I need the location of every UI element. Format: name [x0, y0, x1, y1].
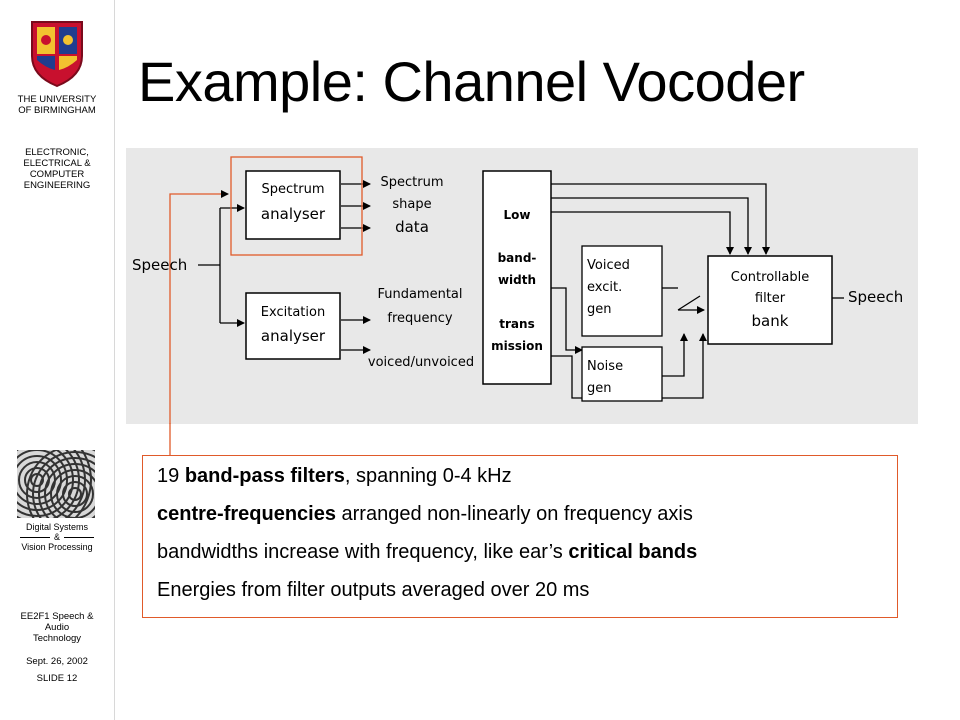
spectrum-analyser-highlight [230, 156, 363, 256]
department-line-1: ELECTRONIC, [25, 147, 89, 158]
spectrum-channel-line-3 [551, 211, 734, 255]
group-divider-left [19, 537, 50, 539]
vocoder-diagram: Speech Speech Spectrum analyser Spectrum… [126, 148, 918, 425]
university-crest-icon [31, 21, 83, 88]
group-line-3: Vision Processing [21, 542, 93, 552]
note-line-1-post: , spanning 0-4 kHz [344, 465, 512, 487]
spectrum-channel-line-2 [551, 197, 752, 255]
note-line-1-bold: band-pass filters [184, 465, 345, 487]
spectrum-analyser-label-1: Spectrum [262, 182, 325, 197]
group-line-2: & [53, 532, 60, 542]
voiced-unvoiced-label: voiced/unvoiced [368, 355, 474, 370]
excitation-analyser-block [245, 292, 341, 360]
department-line-3: COMPUTER [29, 169, 85, 180]
voiced-gen-label-3: gen [587, 302, 612, 317]
input-speech-label: Speech [132, 256, 187, 274]
notes-box: 19 band-pass filters, spanning 0-4 kHz c… [142, 455, 898, 618]
transmission-label-4: trans [499, 317, 534, 331]
spectrum-output-label-3: data [395, 218, 429, 236]
note-line-4: Energies from filter outputs averaged ov… [157, 578, 589, 602]
spectrum-output-label-2: shape [392, 197, 431, 212]
note-line-1-pre: 19 [157, 465, 185, 487]
excitation-analyser-label-1: Excitation [261, 305, 325, 320]
fundamental-label-1: Fundamental [377, 287, 462, 302]
voiced-unvoiced-control-line [551, 333, 707, 399]
university-name-line-1: THE UNIVERSITY [17, 94, 97, 105]
slide-number: SLIDE 12 [36, 673, 78, 684]
note-line-3: bandwidths increase with frequency, like… [157, 540, 697, 564]
noise-gen-output-line [662, 333, 688, 377]
university-name-line-2: OF BIRMINGHAM [18, 105, 96, 116]
department-line-4: ENGINEERING [23, 180, 91, 191]
vocoder-diagram-svg: Speech Speech Spectrum analyser Spectrum… [126, 148, 918, 425]
highlight-pointer-line [169, 190, 229, 425]
note-line-2-bold: centre-frequencies [157, 503, 336, 525]
highlight-pointer-extension [169, 423, 171, 457]
noise-gen-label-1: Noise [587, 359, 623, 374]
excitation-analyser-label-2: analyser [261, 327, 326, 345]
note-line-3-bold: critical bands [568, 541, 698, 563]
voiced-noise-switch [677, 295, 701, 311]
department-line-2: ELECTRICAL & [23, 158, 91, 169]
voiced-gen-label-2: excit. [587, 280, 622, 295]
transmission-label-3: width [498, 273, 536, 287]
note-line-3-pre: bandwidths increase with frequency, like… [157, 541, 569, 563]
filter-bank-label-1: Controllable [731, 270, 809, 285]
note-line-2-post: arranged non-linearly on frequency axis [335, 503, 693, 525]
noise-gen-label-2: gen [587, 381, 612, 396]
note-line-2: centre-frequencies arranged non-linearly… [157, 502, 693, 526]
spectrum-analyser-label-2: analyser [261, 205, 326, 223]
transmission-label-5: mission [491, 339, 543, 353]
spectrum-output-label-1: Spectrum [381, 175, 444, 190]
fundamental-to-voiced-gen-line [551, 287, 583, 354]
filter-bank-label-3: bank [752, 312, 789, 330]
voiced-gen-label-1: Voiced [587, 258, 630, 273]
note-line-1: 19 band-pass filters, spanning 0-4 kHz [157, 464, 512, 488]
note-line-4-pre: Energies from filter outputs averaged ov… [157, 579, 590, 601]
spectrum-channel-line-1 [551, 183, 770, 255]
transmission-label-2: band- [498, 251, 537, 265]
course-line-1: EE2F1 Speech & [20, 611, 94, 622]
spectrum-analyser-block [245, 170, 341, 240]
course-line-2: Audio [44, 622, 70, 633]
slide-date: Sept. 26, 2002 [26, 656, 88, 667]
fundamental-label-2: frequency [387, 311, 453, 326]
output-speech-label: Speech [848, 288, 903, 306]
filter-bank-block [707, 255, 833, 345]
voiced-gen-block [581, 245, 663, 337]
course-line-3: Technology [32, 633, 82, 644]
noise-gen-block [581, 346, 663, 402]
moire-pattern-icon [17, 450, 95, 518]
slide-title: Example: Channel Vocoder [138, 50, 805, 113]
group-divider-right [64, 537, 94, 539]
sidebar: THE UNIVERSITY OF BIRMINGHAM ELECTRONIC,… [0, 0, 115, 720]
filter-bank-label-2: filter [755, 291, 786, 306]
transmission-block [482, 170, 552, 385]
group-line-1: Digital Systems [25, 522, 88, 532]
transmission-label-1: Low [504, 208, 531, 222]
